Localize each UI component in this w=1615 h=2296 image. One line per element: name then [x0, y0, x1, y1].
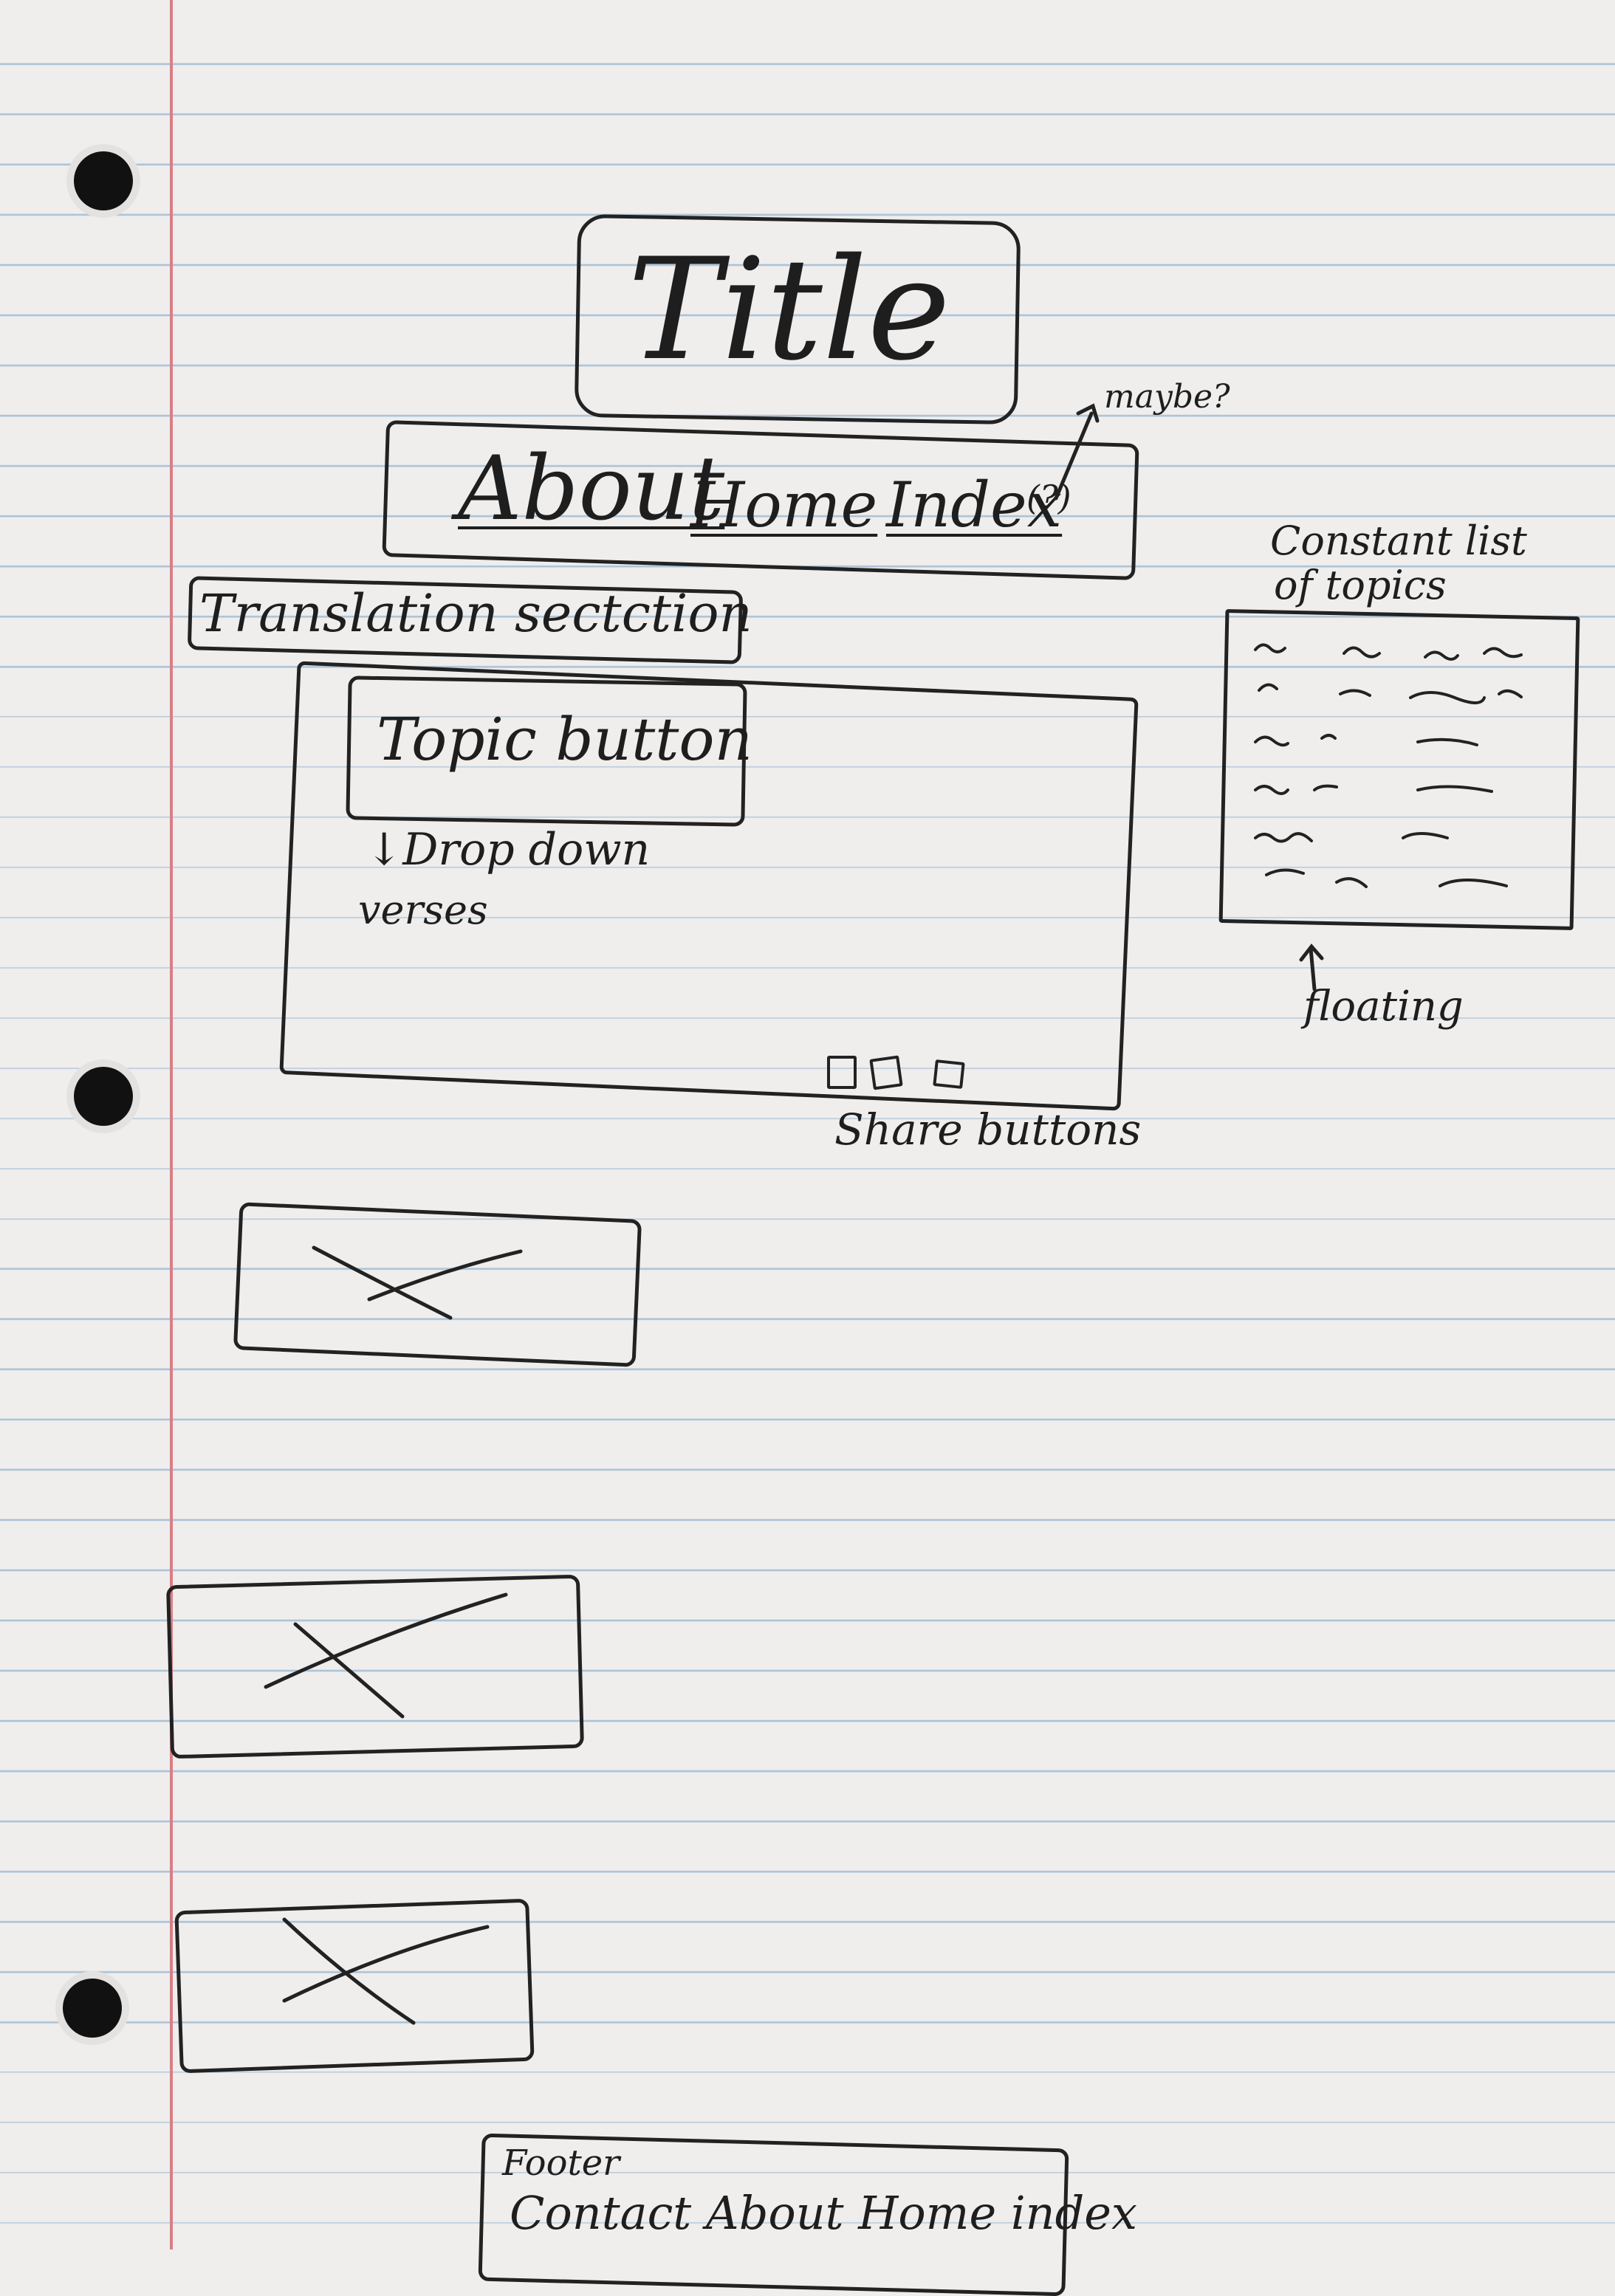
dropdown-label-line1: Drop down: [402, 824, 651, 876]
nav-link-index[interactable]: Index: [886, 469, 1063, 541]
dropdown-label[interactable]: ↓Drop down: [366, 827, 650, 873]
paper-margin-line: [170, 0, 173, 2249]
share-button-1[interactable]: [827, 1056, 857, 1089]
nav-link-home[interactable]: Home: [690, 469, 878, 541]
nav-note: (?): [1026, 478, 1071, 518]
sketch-strokes: [264, 403, 1523, 2025]
dropdown-arrow-icon: ↓: [366, 824, 403, 876]
topics-panel-label-line2: of topics: [1274, 562, 1447, 608]
translation-section-label: Translation sectction: [199, 583, 752, 644]
footer-links[interactable]: Contact About Home index: [510, 2186, 1137, 2240]
nav-annotation: maybe?: [1104, 378, 1230, 416]
placeholder-x-mark: [312, 1245, 453, 1320]
binder-hole: [74, 1067, 133, 1126]
placeholder-x-mark: [293, 1622, 405, 1719]
binder-hole: [74, 151, 133, 210]
topic-list-scribbles: [1254, 643, 1523, 888]
nav-link-about[interactable]: About: [458, 438, 725, 540]
placeholder-x-mark: [367, 1249, 523, 1302]
share-buttons-label: Share buttons: [834, 1104, 1142, 1155]
page-title: Title: [628, 228, 951, 391]
placeholder-x-mark: [282, 1917, 416, 2025]
placeholder-x-mark: [264, 1592, 508, 1689]
dropdown-verses-label: verses: [358, 887, 488, 933]
topic-button-label: Topic button: [377, 705, 753, 774]
binder-hole: [63, 1979, 122, 2038]
floating-arrow: [1309, 946, 1317, 991]
topics-panel-annotation: floating: [1303, 983, 1464, 1031]
nav-annotation-arrow: [1054, 411, 1094, 501]
placeholder-x-mark: [282, 1925, 490, 2003]
footer-label: Footer: [502, 2142, 620, 2184]
topics-panel-label-line1: Constant list: [1270, 518, 1527, 564]
